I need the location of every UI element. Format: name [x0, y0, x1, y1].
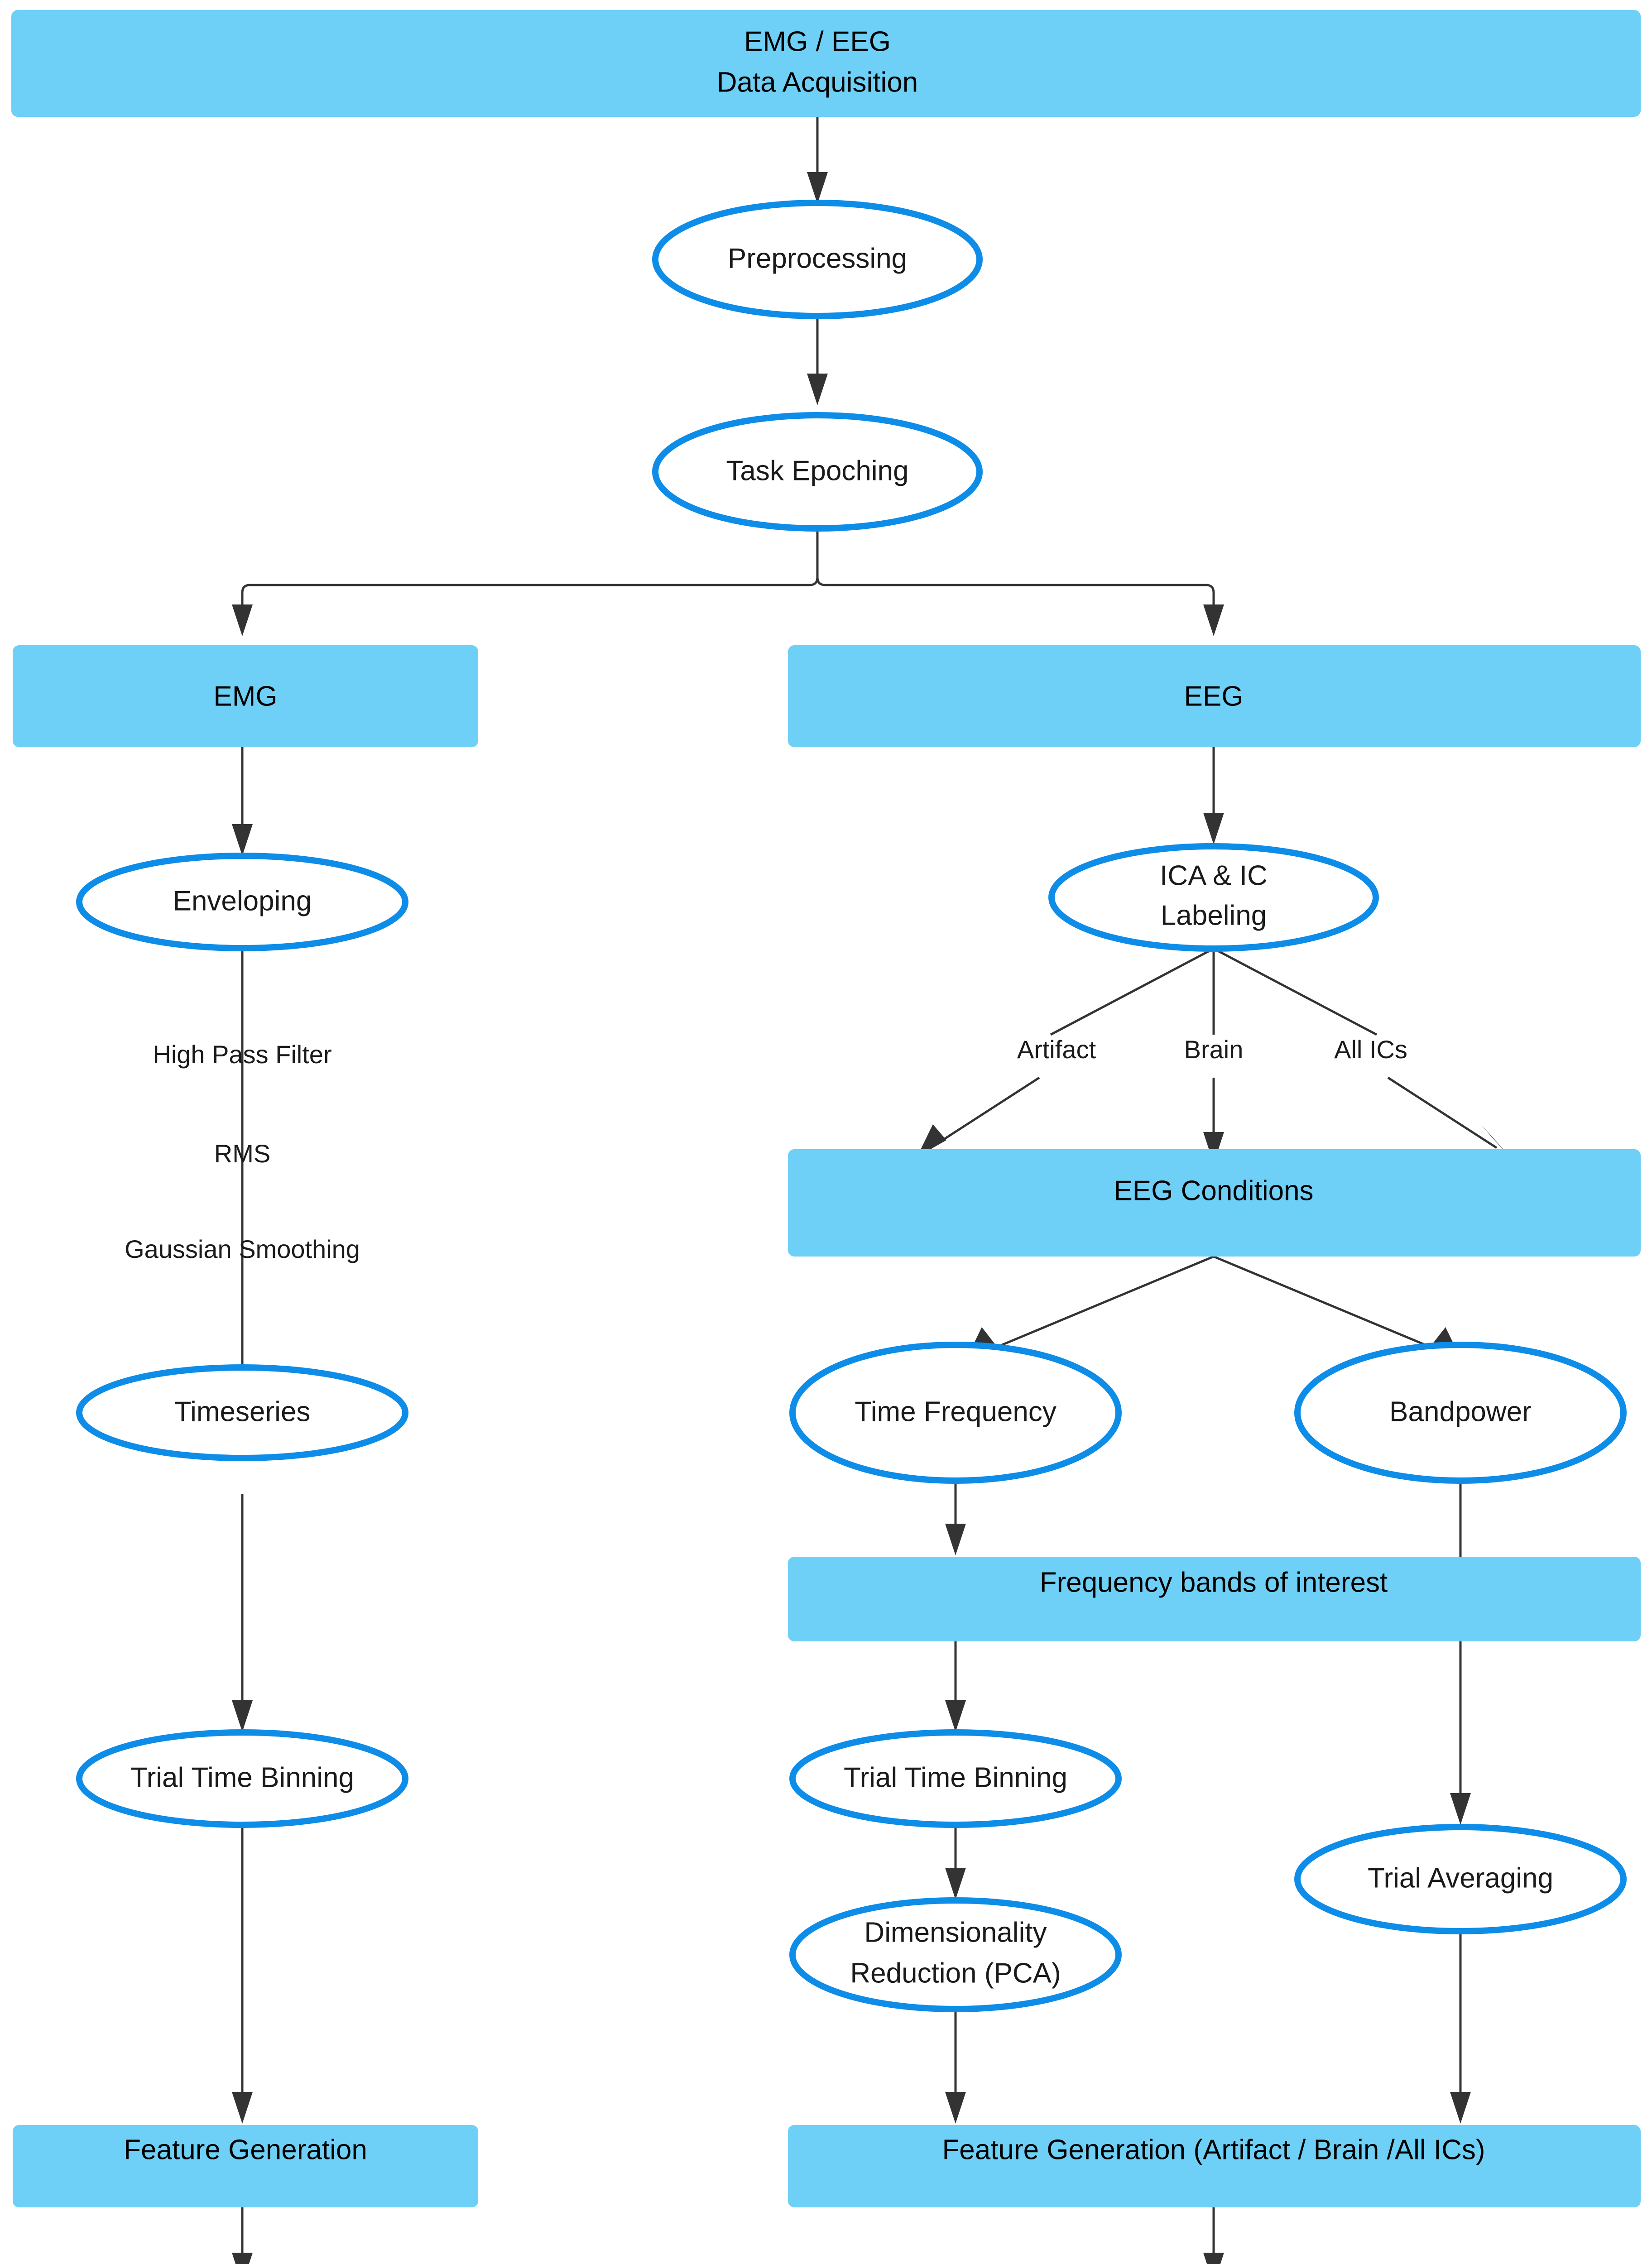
edge-feature-generation-emg-to-ml	[232, 2207, 253, 2264]
emg-label: EMG	[213, 681, 277, 712]
edge-bandpower-to-trial-averaging	[1450, 1481, 1471, 1825]
eeg-conditions-label: EEG Conditions	[1114, 1175, 1313, 1206]
time-frequency-label: Time Frequency	[855, 1396, 1057, 1427]
eeg-label: EEG	[1184, 681, 1244, 712]
edge-task-epoching-to-eeg	[816, 518, 1224, 636]
edge-trial-averaging-to-feature-generation	[1450, 1931, 1471, 2124]
feature-generation-eeg-box[interactable]	[788, 2125, 1641, 2207]
ica-ic-labeling-label-line1: ICA & IC	[1160, 860, 1268, 891]
preprocessing-label: Preprocessing	[728, 243, 907, 274]
dimensionality-reduction-ellipse[interactable]	[789, 1897, 1122, 2012]
task-epoching-label: Task Epoching	[726, 455, 908, 486]
edge-label-brain: Brain	[1184, 1035, 1244, 1064]
node-time-frequency[interactable]: Time Frequency	[789, 1342, 1122, 1484]
edge-label-artifact: Artifact	[1017, 1035, 1096, 1064]
dimensionality-reduction-label-line2: Reduction (PCA)	[850, 1957, 1061, 1989]
edge-artifact-to-eeg-conditions	[917, 1076, 1040, 1157]
edge-eeg-conditions-to-time-frequency	[966, 1255, 1214, 1360]
edge-dimensionality-reduction-to-feature-generation	[945, 2008, 966, 2124]
eeg-box[interactable]	[788, 645, 1641, 747]
data-acquisition-label-line1: EMG / EEG	[744, 26, 891, 57]
node-ica-ic-labeling[interactable]: ICA & IC Labeling	[1048, 843, 1379, 952]
timeseries-ellipse[interactable]	[76, 1364, 408, 1461]
edge-enveloping-to-timeseries	[232, 946, 253, 1404]
edge-brain-to-eeg-conditions	[1203, 1078, 1224, 1164]
edge-preprocessing-to-task-epoching	[807, 317, 828, 405]
feature-generation-emg-box[interactable]	[13, 2125, 478, 2207]
edge-ica-to-all-ics	[1213, 947, 1378, 1036]
edge-trial-time-binning-emg-to-feature-generation	[232, 1825, 253, 2124]
node-bandpower[interactable]: Bandpower	[1294, 1342, 1627, 1484]
enveloping-label: Enveloping	[173, 885, 312, 916]
node-feature-generation-emg[interactable]: Feature Generation	[13, 2125, 478, 2207]
node-feature-generation-eeg[interactable]: Feature Generation (Artifact / Brain /Al…	[788, 2125, 1641, 2207]
edge-frequency-bands-to-trial-time-binning	[945, 1641, 966, 1732]
trial-time-binning-emg-label: Trial Time Binning	[130, 1762, 354, 1793]
trial-time-binning-eeg-ellipse[interactable]	[789, 1729, 1122, 1828]
ica-ic-labeling-label-line2: Labeling	[1161, 900, 1267, 931]
node-eeg-conditions[interactable]: EEG Conditions	[788, 1149, 1641, 1257]
edge-emg-to-enveloping	[232, 747, 253, 856]
node-trial-time-binning-eeg[interactable]: Trial Time Binning	[789, 1729, 1122, 1828]
node-timeseries[interactable]: Timeseries	[76, 1364, 408, 1461]
edge-ica-to-artifact	[1050, 947, 1215, 1036]
node-trial-time-binning-emg[interactable]: Trial Time Binning	[76, 1729, 408, 1828]
data-acquisition-box[interactable]	[11, 10, 1641, 117]
node-enveloping[interactable]: Enveloping	[76, 853, 408, 951]
edge-label-high-pass-filter: High Pass Filter	[153, 1040, 331, 1069]
edge-all-ics-to-eeg-conditions	[1387, 1076, 1510, 1157]
node-frequency-bands[interactable]: Frequency bands of interest	[788, 1557, 1641, 1641]
data-acquisition-label-line2: Data Acquisition	[717, 67, 918, 98]
preprocessing-ellipse[interactable]	[652, 200, 983, 319]
edge-timeseries-to-trial-time-binning	[232, 1494, 253, 1732]
eeg-conditions-box[interactable]	[788, 1149, 1641, 1257]
node-emg[interactable]: EMG	[13, 645, 478, 747]
emg-box[interactable]	[13, 645, 478, 747]
feature-generation-eeg-label: Feature Generation (Artifact / Brain /Al…	[942, 2134, 1485, 2165]
trial-time-binning-eeg-label: Trial Time Binning	[844, 1762, 1067, 1793]
edge-label-rms: RMS	[214, 1139, 270, 1168]
trial-time-binning-emg-ellipse[interactable]	[76, 1729, 408, 1828]
bandpower-ellipse[interactable]	[1294, 1342, 1627, 1484]
trial-averaging-ellipse[interactable]	[1294, 1824, 1627, 1934]
edge-feature-generation-eeg-to-ml	[1203, 2207, 1224, 2264]
node-preprocessing[interactable]: Preprocessing	[652, 200, 983, 319]
dimensionality-reduction-label-line1: Dimensionality	[864, 1917, 1047, 1948]
edge-acquisition-to-preprocessing	[807, 117, 828, 204]
node-dimensionality-reduction[interactable]: Dimensionality Reduction (PCA)	[789, 1897, 1122, 2012]
edge-label-all-ics: All ICs	[1334, 1035, 1407, 1064]
ica-ic-labeling-ellipse[interactable]	[1048, 843, 1379, 952]
frequency-bands-label: Frequency bands of interest	[1040, 1567, 1388, 1598]
node-eeg[interactable]: EEG	[788, 645, 1641, 747]
task-epoching-ellipse[interactable]	[652, 412, 983, 532]
timeseries-label: Timeseries	[174, 1396, 311, 1427]
edge-trial-time-binning-to-dimensionality-reduction	[945, 1825, 966, 1899]
time-frequency-ellipse[interactable]	[789, 1342, 1122, 1484]
node-data-acquisition[interactable]: EMG / EEG Data Acquisition	[11, 10, 1641, 117]
edge-task-epoching-to-emg	[232, 518, 819, 636]
edge-eeg-to-ica	[1203, 747, 1224, 844]
edge-time-frequency-to-frequency-bands	[945, 1481, 966, 1555]
feature-generation-emg-label: Feature Generation	[124, 2134, 367, 2165]
edge-label-gaussian-smoothing: Gaussian Smoothing	[125, 1235, 360, 1263]
trial-averaging-label: Trial Averaging	[1368, 1862, 1553, 1894]
enveloping-ellipse[interactable]	[76, 853, 408, 951]
node-task-epoching[interactable]: Task Epoching	[652, 412, 983, 532]
node-trial-averaging[interactable]: Trial Averaging	[1294, 1824, 1627, 1934]
bandpower-label: Bandpower	[1389, 1396, 1532, 1427]
frequency-bands-box[interactable]	[788, 1557, 1641, 1641]
